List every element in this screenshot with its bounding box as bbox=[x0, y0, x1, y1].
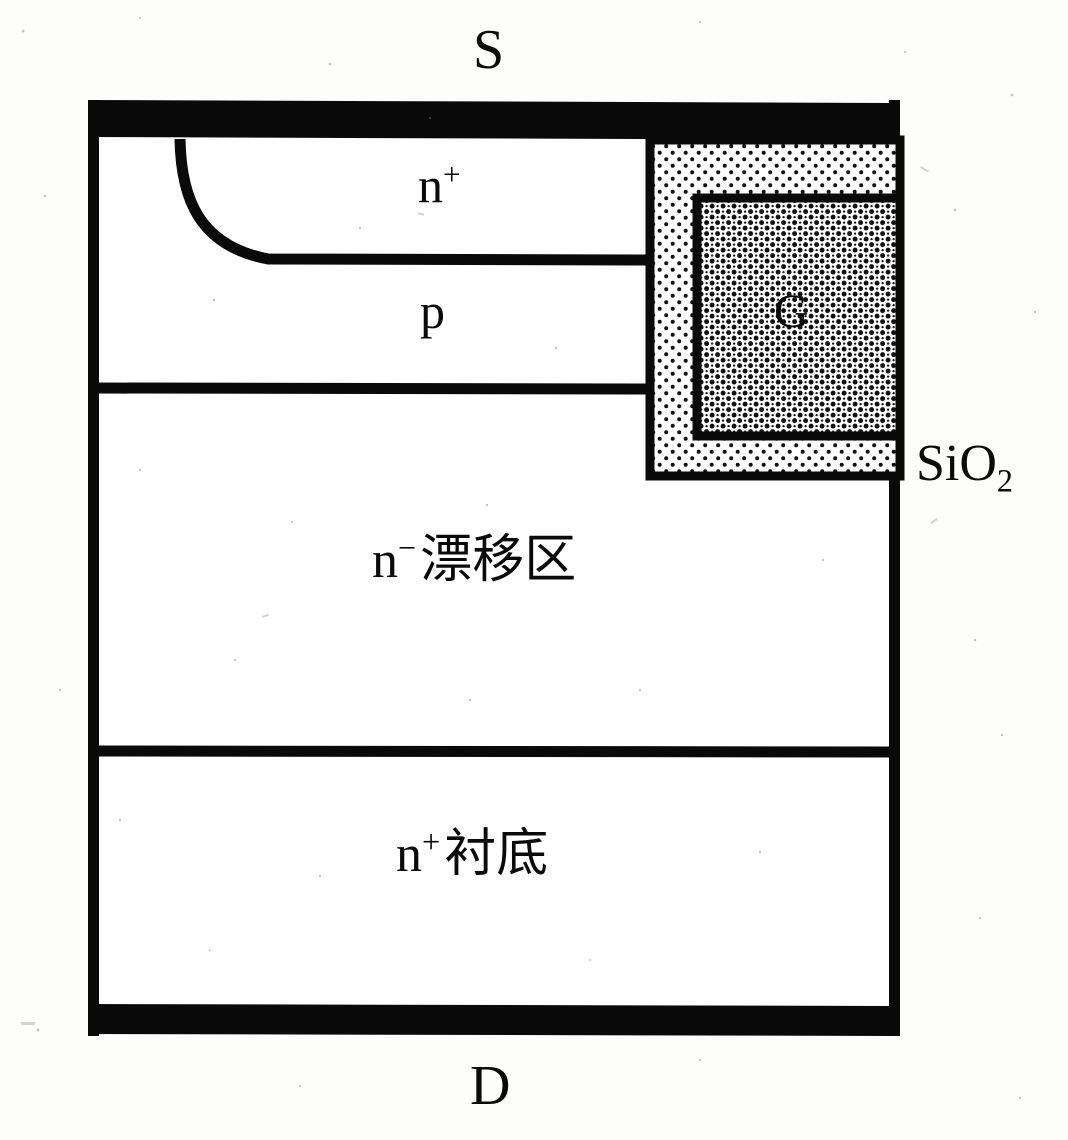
drain-terminal-label: D bbox=[470, 1058, 510, 1114]
nplus-source-junction bbox=[174, 138, 653, 266]
drift-substrate-junction bbox=[91, 745, 897, 758]
gate-terminal-text: G bbox=[774, 285, 809, 338]
substrate-region-label: n+衬底 bbox=[396, 826, 548, 883]
sio2-subscript-text: 2 bbox=[996, 462, 1014, 499]
source-terminal-label: S bbox=[473, 22, 504, 78]
nplus-source-label: n+ bbox=[418, 157, 460, 213]
drift-charge-text: − bbox=[398, 529, 417, 566]
drift-base-text: n bbox=[372, 532, 398, 589]
p-body-base-text: p bbox=[420, 283, 445, 339]
nplus-source-charge-text: + bbox=[443, 156, 461, 192]
sio2-callout-label: SiO2 bbox=[916, 435, 1013, 497]
nplus-source-base-text: n bbox=[418, 157, 443, 213]
drift-region-label: n−漂移区 bbox=[372, 532, 576, 589]
gate-terminal-label: G bbox=[772, 288, 811, 336]
sio2-base-text: SiO bbox=[916, 435, 997, 492]
drift-name-text: 漂移区 bbox=[420, 530, 577, 590]
substrate-charge-text: + bbox=[422, 823, 441, 860]
p-body-label: p bbox=[420, 286, 445, 336]
drain-metal-contact bbox=[88, 1004, 900, 1036]
substrate-base-text: n bbox=[396, 826, 422, 883]
drain-terminal-text: D bbox=[470, 1055, 511, 1117]
p-body-drift-junction bbox=[91, 382, 655, 395]
source-terminal-text: S bbox=[473, 19, 505, 81]
source-metal-contact bbox=[88, 100, 900, 140]
substrate-name-text: 衬底 bbox=[444, 824, 549, 884]
gate-electrode-region bbox=[692, 193, 905, 441]
